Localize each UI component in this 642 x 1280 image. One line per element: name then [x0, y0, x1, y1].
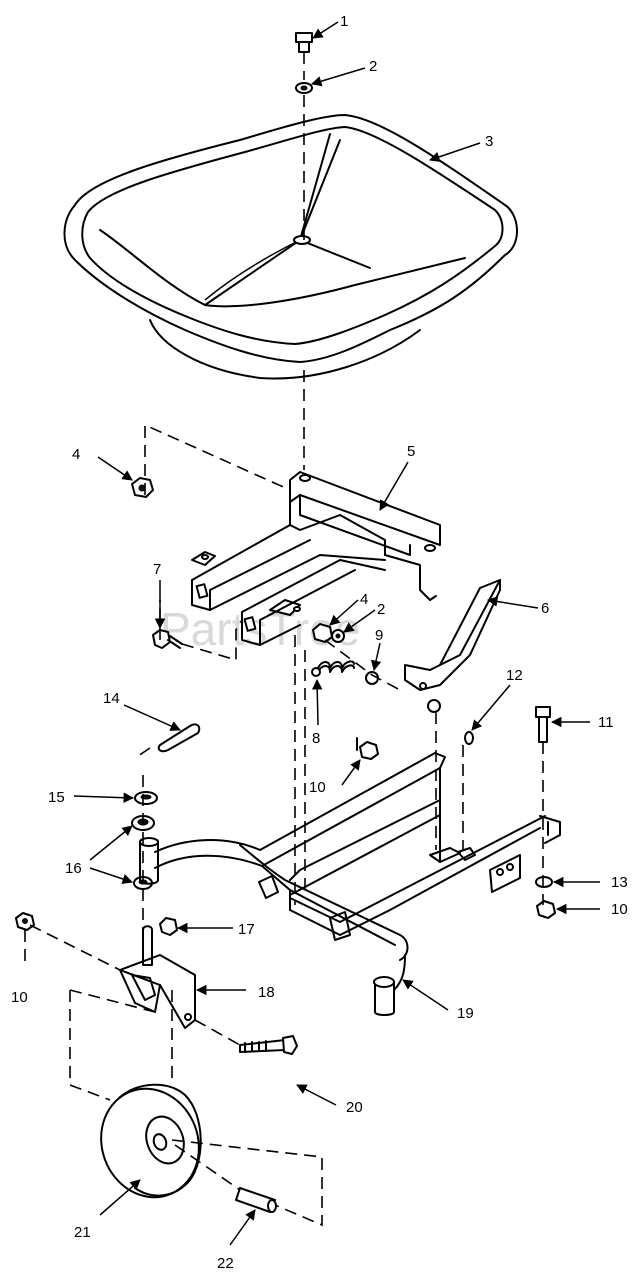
part-22-spacer	[235, 1187, 277, 1213]
part-18-caster-fork	[119, 925, 196, 1029]
callout-7: 7	[153, 561, 161, 578]
callout-22: 22	[217, 1255, 234, 1272]
part-2-washer-center	[331, 629, 345, 643]
callout-2: 2	[369, 58, 377, 75]
callout-19: 19	[457, 1005, 474, 1022]
part-4-nut-left	[131, 477, 154, 498]
part-10-nut-left	[15, 912, 35, 931]
part-8-spring	[311, 660, 355, 677]
callout-4-center: 4	[360, 591, 368, 608]
callout-1: 1	[340, 13, 348, 30]
assembly-dashed-lines	[24, 52, 544, 1227]
part-10-nut-right	[536, 900, 556, 919]
callout-8: 8	[312, 730, 320, 747]
callout-21: 21	[74, 1224, 91, 1241]
callout-10-center: 10	[309, 779, 326, 796]
callout-12: 12	[506, 667, 523, 684]
callout-15: 15	[48, 789, 65, 806]
callout-13: 13	[611, 874, 628, 891]
part-19-lower-frame	[139, 752, 561, 1016]
callout-5: 5	[407, 443, 415, 460]
callout-9: 9	[375, 627, 383, 644]
callout-18: 18	[258, 984, 275, 1001]
callout-16: 16	[65, 860, 82, 877]
callout-2-center: 2	[377, 601, 385, 618]
callout-10-left: 10	[11, 989, 28, 1006]
part-14-pin	[157, 723, 201, 753]
part-21-wheel	[100, 1083, 202, 1199]
part-11-bolt	[535, 706, 551, 743]
part-20-axle-bolt	[239, 1035, 298, 1055]
part-12-eyebolt	[464, 731, 474, 745]
part-10-nut-center	[356, 737, 379, 760]
part-5-upper-frame	[191, 471, 441, 646]
part-17-nut	[159, 917, 178, 936]
callout-20: 20	[346, 1099, 363, 1116]
callout-6: 6	[541, 600, 549, 617]
callout-leaders	[73, 21, 600, 1246]
callout-4: 4	[72, 446, 80, 463]
part-13-washer	[535, 876, 553, 888]
callout-10-right: 10	[611, 901, 628, 918]
callout-numbers: 1 2 3 4 5 6 7 4 2 9 8 14 12 11 10 15 16 …	[11, 13, 628, 1272]
part-2-washer-top	[295, 82, 313, 94]
callout-14: 14	[103, 690, 120, 707]
callout-3: 3	[485, 133, 493, 150]
part-6-lever-plate	[404, 579, 501, 713]
part-15-washer	[134, 791, 158, 805]
callout-17: 17	[238, 921, 255, 938]
part-1-bolt	[295, 32, 313, 53]
part-4-nut-center	[312, 623, 333, 643]
callout-11: 11	[598, 714, 614, 731]
part-3-hopper	[63, 114, 518, 380]
